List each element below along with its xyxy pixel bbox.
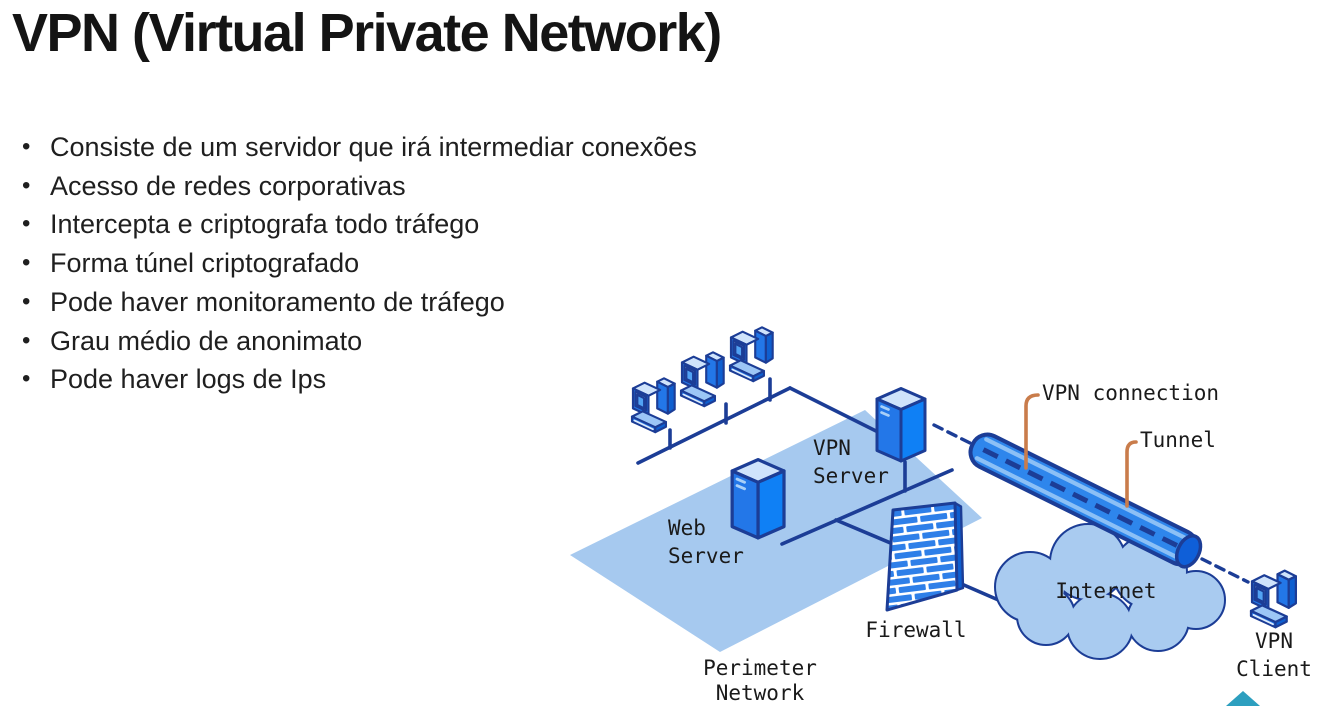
vpn-server-icon xyxy=(875,387,927,463)
workstation-icon-3 xyxy=(728,326,774,383)
bullet-item: Consiste de um servidor que irá intermed… xyxy=(20,128,697,167)
logo-triangle xyxy=(1226,691,1260,706)
perimeter-network-label-line2: Network xyxy=(716,681,805,705)
perimeter-network-label-line1: Perimeter xyxy=(703,656,817,680)
network-lines xyxy=(636,377,1005,604)
vpn-client-label-line2: Client xyxy=(1236,657,1312,681)
web-server-label-line2: Server xyxy=(668,544,744,568)
bullet-item: Pode haver logs de Ips xyxy=(20,360,640,399)
workstation-icon-1 xyxy=(630,377,676,434)
bullet-item: Acesso de redes corporativas xyxy=(20,167,640,206)
internet-label: Internet xyxy=(1055,579,1156,603)
page-title: VPN (Virtual Private Network) xyxy=(12,3,722,63)
firewall-icon xyxy=(885,501,965,612)
tunnel-callout-line xyxy=(1125,440,1138,508)
bullet-item: Pode haver monitoramento de tráfego xyxy=(20,283,640,322)
web-server-label-line1: Web xyxy=(668,516,706,540)
vpn-server-label-line2: Server xyxy=(813,464,889,488)
bullet-item: Intercepta e criptografa todo tráfego xyxy=(20,205,640,244)
vpn-client-icon xyxy=(1249,569,1298,629)
vpn-dashed-link-left xyxy=(932,423,978,448)
vpn-dashed-link-right xyxy=(1200,557,1250,584)
bullet-item: Forma túnel criptografado xyxy=(20,244,640,283)
vpn-connection-label: VPN connection xyxy=(1042,381,1219,405)
vpn-client-label-line1: VPN xyxy=(1255,629,1293,653)
vpn-connection-callout-line xyxy=(1024,393,1040,470)
bullet-item: Grau médio de anonimato xyxy=(20,322,640,361)
web-server-icon xyxy=(730,457,786,540)
internet-cloud xyxy=(994,523,1226,660)
vpn-network-diagram: VPN connection Tunnel VPN Server Web Ser… xyxy=(570,326,1312,706)
bullet-list: Consiste de um servidor que irá intermed… xyxy=(20,128,697,399)
workstation-icon-2 xyxy=(679,351,725,408)
firewall-label: Firewall xyxy=(865,618,966,642)
tunnel-label: Tunnel xyxy=(1140,428,1216,452)
vpn-server-label-line1: VPN xyxy=(813,436,851,460)
